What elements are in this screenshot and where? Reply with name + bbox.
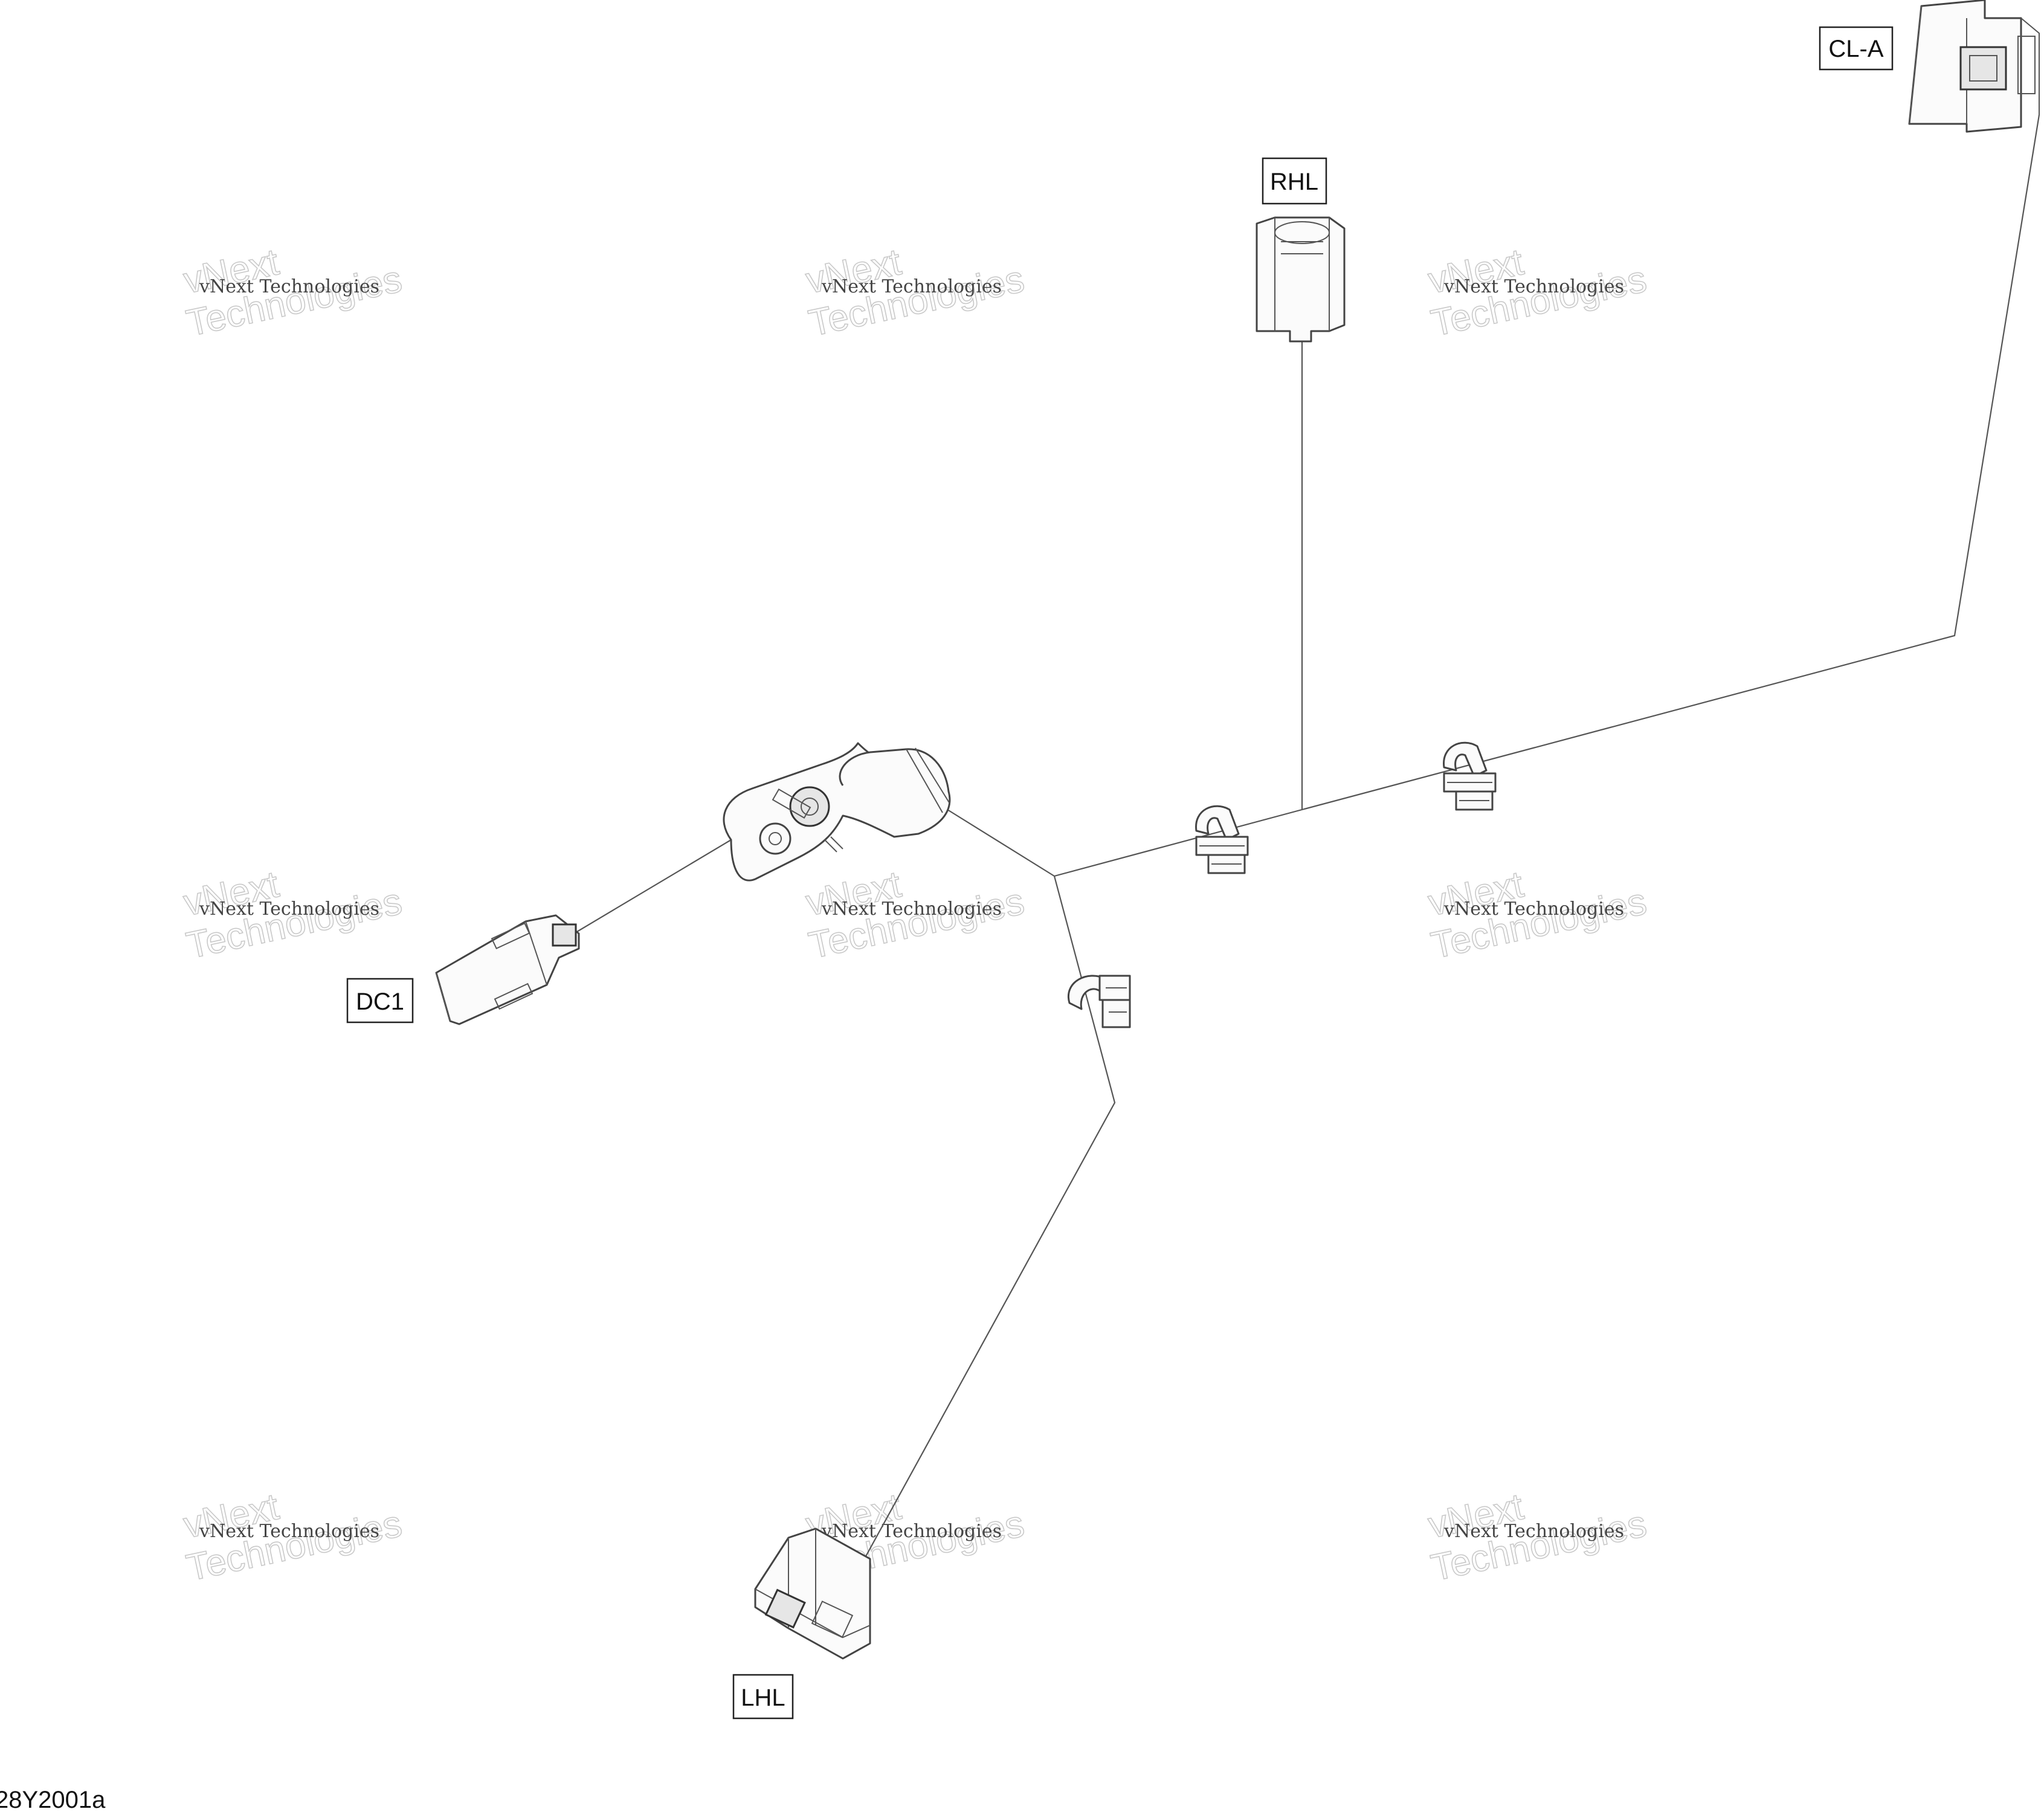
wire-to-dc1 <box>573 839 732 934</box>
svg-text:vNext Technologies: vNext Technologies <box>199 898 379 920</box>
svg-text:LHL: LHL <box>741 1685 785 1711</box>
watermark: vNext Technologies vNext Technologies <box>1424 240 1651 345</box>
connector-dc1 <box>435 914 580 1025</box>
watermarks: vNext Technologies vNext Technologies vN… <box>179 240 1651 1590</box>
watermark: vNext Technologies vNext Technologies <box>1424 863 1651 967</box>
reference-code: 28Y2001a <box>0 1787 106 1812</box>
watermark: vNext Technologies vNext Technologies <box>179 863 406 967</box>
svg-text:vNext Technologies: vNext Technologies <box>1443 1521 1624 1542</box>
wire-to-lhl <box>842 875 1116 1599</box>
watermark: vNext Technologies vNext Technologies <box>802 863 1028 967</box>
svg-text:vNext Technologies: vNext Technologies <box>199 1521 379 1542</box>
svg-text:RHL: RHL <box>1270 169 1318 195</box>
watermark: vNext Technologies vNext Technologies <box>179 1485 406 1590</box>
svg-text:vNext Technologies: vNext Technologies <box>821 898 1002 920</box>
label-dc1: DC1 <box>346 978 414 1024</box>
svg-text:CL-A: CL-A <box>1828 36 1883 62</box>
label-rhl: RHL <box>1262 157 1327 205</box>
svg-text:vNext Technologies: vNext Technologies <box>821 1521 1002 1542</box>
elbow-grommet <box>723 742 951 882</box>
watermark: vNext Technologies vNext Technologies <box>1424 1485 1651 1590</box>
svg-text:vNext Technologies: vNext Technologies <box>821 276 1002 297</box>
watermark: vNext Technologies vNext Technologies <box>802 240 1028 345</box>
connector-cl-a <box>1908 0 2040 133</box>
svg-text:vNext Technologies: vNext Technologies <box>1443 276 1624 297</box>
label-cl-a: CL-A <box>1819 26 1894 71</box>
connector-rhl <box>1256 216 1346 343</box>
svg-text:vNext Technologies: vNext Technologies <box>1443 898 1624 920</box>
cable-clip <box>1067 975 1131 1028</box>
cable-clip <box>1195 805 1249 874</box>
wire-junction-to-elbow <box>942 806 1055 877</box>
svg-text:vNext Technologies: vNext Technologies <box>199 276 379 297</box>
label-lhl: LHL <box>732 1674 794 1720</box>
svg-text:DC1: DC1 <box>356 988 404 1015</box>
wire-to-cl-a <box>1054 114 2040 877</box>
watermark: vNext Technologies vNext Technologies <box>179 240 406 345</box>
cable-clip <box>1443 741 1497 811</box>
connector-lhl <box>754 1527 871 1660</box>
harness-wires <box>573 114 2040 1599</box>
